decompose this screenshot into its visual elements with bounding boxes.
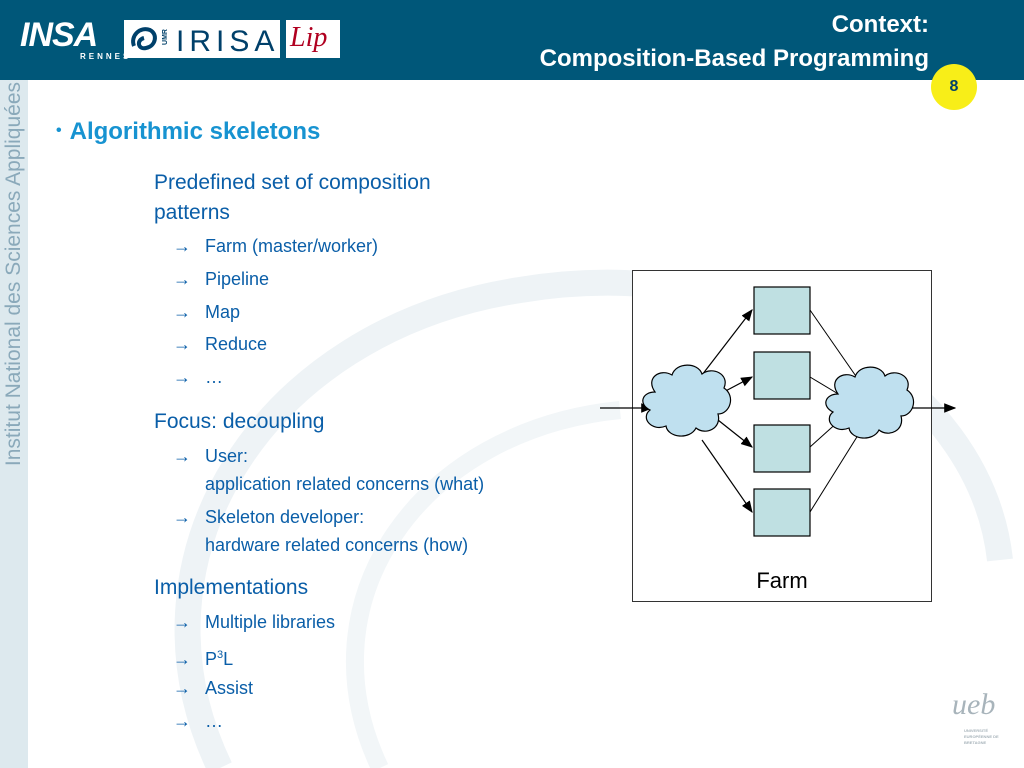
collector-cloud xyxy=(825,366,915,439)
arrow-icon: → xyxy=(173,446,191,466)
collect-line xyxy=(809,376,841,396)
worker-box xyxy=(753,488,811,537)
section-heading-cont: patterns xyxy=(154,201,230,224)
arrow-icon: → xyxy=(173,612,191,632)
slide-title: Context: Composition-Based Programming xyxy=(540,8,929,76)
collect-line xyxy=(809,431,861,513)
page-number-badge: 8 xyxy=(931,64,977,110)
insa-logo-sub: RENNES xyxy=(80,52,132,61)
list-item: →Skeleton developer: xyxy=(173,502,364,532)
arrow-icon: → xyxy=(173,334,191,354)
irisa-swirl-icon xyxy=(131,27,157,51)
arrow-icon: → xyxy=(173,269,191,289)
arrow-icon: → xyxy=(173,649,191,669)
dispatch-arrow xyxy=(701,309,753,376)
list-item: →P3L xyxy=(173,640,233,674)
irisa-logo-text: IRISA xyxy=(176,25,280,58)
lip-logo-text: Lip xyxy=(290,22,328,53)
dispatch-arrow xyxy=(701,439,753,513)
insa-logo: INSA RENNES xyxy=(20,14,128,64)
list-item: →Assist xyxy=(173,673,253,703)
arrow-icon: → xyxy=(173,711,191,731)
emitter-cloud xyxy=(642,364,732,437)
slide-title-line2: Composition-Based Programming xyxy=(539,45,929,72)
list-item-cont: hardware related concerns (how) xyxy=(205,535,469,555)
main-bullet-text: Algorithmic skeletons xyxy=(69,118,321,145)
ueb-logo: ueb UNIVERSITÉ EUROPÉENNE DE BRETAGNE xyxy=(948,688,1008,758)
dispatch-arrow xyxy=(717,419,753,448)
header-bar: INSA RENNES UMR IRISA Lip Context: Compo… xyxy=(0,0,1024,80)
arrow-icon: → xyxy=(173,367,191,387)
section-heading: Implementations xyxy=(154,576,309,599)
list-item: →Reduce xyxy=(173,329,267,359)
sidebar-band xyxy=(0,80,28,768)
section-heading: Focus: decoupling xyxy=(154,410,325,433)
ueb-logo-sub: UNIVERSITÉ EUROPÉENNE DE BRETAGNE xyxy=(964,728,999,745)
irisa-logo: UMR IRISA xyxy=(124,20,280,58)
collect-line xyxy=(809,309,861,383)
bullet-dot: • xyxy=(56,122,62,139)
arrow-icon: → xyxy=(173,507,191,527)
list-item: →… xyxy=(173,362,223,392)
list-item: →… xyxy=(173,706,223,736)
list-item-cont: application related concerns (what) xyxy=(205,474,485,494)
worker-box xyxy=(753,286,811,335)
list-item: →Farm (master/worker) xyxy=(173,231,378,261)
lip-logo: Lip xyxy=(286,20,340,58)
worker-box xyxy=(753,351,811,400)
section-heading: Predefined set of composition xyxy=(154,171,431,194)
slide-title-line1: Context: xyxy=(831,11,929,38)
main-bullet: • Algorithmic skeletons xyxy=(56,118,320,146)
list-item: →Multiple libraries xyxy=(173,607,335,637)
arrow-icon: → xyxy=(173,302,191,322)
insa-logo-text: INSA xyxy=(20,16,98,54)
arrow-icon: → xyxy=(173,678,191,698)
list-item: →User: xyxy=(173,441,248,471)
farm-diagram-label: Farm xyxy=(756,568,808,593)
list-item: →Pipeline xyxy=(173,264,269,294)
list-item: →Map xyxy=(173,297,240,327)
worker-box xyxy=(753,424,811,473)
arrow-icon: → xyxy=(173,236,191,256)
ueb-logo-text: ueb xyxy=(952,688,996,721)
